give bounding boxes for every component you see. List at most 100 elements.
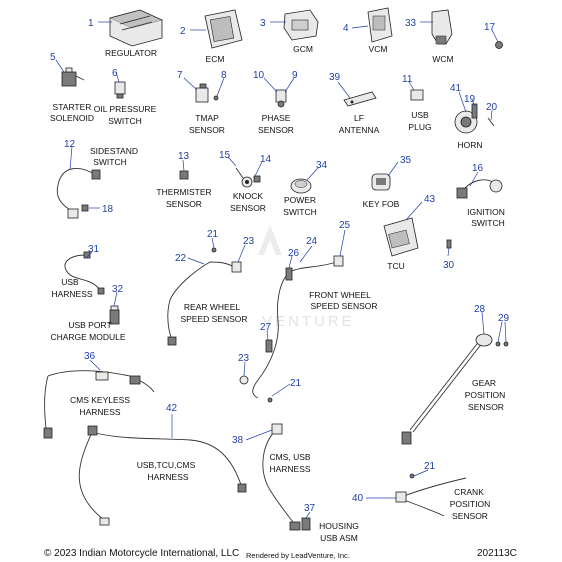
callout-34: 34 <box>316 160 328 171</box>
label-front-wheel-1: FRONT WHEEL <box>309 290 371 300</box>
front-wheel-speed-sensor-part[interactable] <box>239 255 344 403</box>
ignition-switch-part[interactable] <box>456 179 503 199</box>
callout-7: 7 <box>177 70 183 81</box>
housing-usb-asm-part[interactable] <box>301 517 311 531</box>
callout-17: 17 <box>484 22 496 33</box>
callout-42: 42 <box>166 403 178 414</box>
cms-usb-harness-part[interactable] <box>262 423 301 531</box>
ecm-part[interactable] <box>204 9 243 49</box>
callout-1: 1 <box>88 18 94 29</box>
rear-wheel-speed-sensor-part[interactable] <box>167 247 242 346</box>
bolt-part-17[interactable] <box>495 41 503 49</box>
usb-plug-part[interactable] <box>410 89 424 101</box>
label-ecm: ECM <box>206 54 225 64</box>
label-usb-port-1: USB PORT <box>68 320 111 330</box>
callout-31: 31 <box>88 244 100 255</box>
callout-2: 2 <box>180 26 186 37</box>
key-fob-part[interactable] <box>371 173 391 191</box>
label-tcu: TCU <box>387 261 404 271</box>
label-vcm: VCM <box>369 44 388 54</box>
label-gear-1: GEAR <box>472 378 496 388</box>
callout-23b: 23 <box>238 353 250 364</box>
callout-6: 6 <box>112 68 118 79</box>
callout-9: 9 <box>292 70 298 81</box>
callout-24: 24 <box>306 236 318 247</box>
watermark-text: VENTURE <box>262 313 355 330</box>
label-sidestand-2: SWITCH <box>93 157 127 167</box>
callout-25: 25 <box>339 220 351 231</box>
callout-28: 28 <box>474 304 486 315</box>
callout-5: 5 <box>50 52 56 63</box>
callout-27: 27 <box>260 322 272 333</box>
rendered-by-text: Rendered by LeadVenture, Inc. <box>246 551 350 560</box>
label-crank-3: SENSOR <box>452 511 488 521</box>
callout-30: 30 <box>443 260 455 271</box>
callout-37: 37 <box>304 503 316 514</box>
label-gear-3: SENSOR <box>468 402 504 412</box>
gear-position-sensor-part[interactable] <box>401 333 509 445</box>
usb-harness-part[interactable] <box>64 251 105 295</box>
label-horn: HORN <box>457 140 482 150</box>
label-keyfob: KEY FOB <box>363 199 400 209</box>
knock-sensor-part[interactable] <box>235 167 261 188</box>
label-usb-tcu-cms-2: HARNESS <box>147 472 188 482</box>
cms-keyless-harness-part[interactable] <box>43 370 155 439</box>
phase-sensor-part[interactable] <box>275 89 287 108</box>
label-phase-2: SENSOR <box>258 125 294 135</box>
vcm-part[interactable] <box>367 7 393 43</box>
callout-26: 26 <box>288 248 300 259</box>
callout-36: 36 <box>84 351 96 362</box>
callout-3: 3 <box>260 18 266 29</box>
label-starter-1: STARTER <box>53 102 92 112</box>
tmap-sensor-part[interactable] <box>195 83 219 103</box>
label-starter-2: SOLENOID <box>50 113 94 123</box>
label-rear-wheel-1: REAR WHEEL <box>184 302 240 312</box>
clip-part-30[interactable] <box>446 239 452 249</box>
callout-40: 40 <box>352 493 364 504</box>
label-knock-1: KNOCK <box>233 191 264 201</box>
crank-position-sensor-part[interactable] <box>395 473 467 517</box>
callout-32: 32 <box>112 284 124 295</box>
label-usb-harness-1: USB <box>61 277 79 287</box>
callout-10: 10 <box>253 70 265 81</box>
usb-tcu-cms-harness-part[interactable] <box>78 425 247 526</box>
usb-port-charge-module-part[interactable] <box>109 305 120 325</box>
label-oil-2: SWITCH <box>108 116 142 126</box>
regulator-part[interactable] <box>108 9 164 47</box>
label-oil-1: OIL PRESSURE <box>94 104 157 114</box>
callout-14: 14 <box>260 154 272 165</box>
callout-39: 39 <box>329 72 341 83</box>
label-sidestand-1: SIDESTAND <box>90 146 138 156</box>
gcm-part[interactable] <box>283 9 319 41</box>
starter-solenoid-part[interactable] <box>61 67 85 87</box>
label-lf-1: LF <box>354 113 364 123</box>
sidestand-switch-part[interactable] <box>56 168 101 219</box>
tcu-part[interactable] <box>383 217 419 257</box>
label-rear-wheel-2: SPEED SENSOR <box>180 314 247 324</box>
label-usb-tcu-cms-1: USB,TCU,CMS <box>137 460 196 470</box>
label-cms-keyless-2: HARNESS <box>79 407 120 417</box>
callout-19: 19 <box>464 94 476 105</box>
callout-23a: 23 <box>243 236 255 247</box>
lf-antenna-part[interactable] <box>343 91 377 107</box>
label-usb-plug-2: PLUG <box>408 122 431 132</box>
callout-4: 4 <box>343 23 349 34</box>
label-usb-port-2: CHARGE MODULE <box>50 332 125 342</box>
label-thermister-2: SENSOR <box>166 199 202 209</box>
label-ignition-1: IGNITION <box>467 207 505 217</box>
label-cms-keyless-1: CMS KEYLESS <box>70 395 130 405</box>
power-switch-part[interactable] <box>290 178 312 194</box>
label-housing-1: HOUSING <box>319 521 359 531</box>
oil-pressure-switch-part[interactable] <box>114 81 126 99</box>
label-wcm: WCM <box>432 54 453 64</box>
label-usb-harness-2: HARNESS <box>51 289 92 299</box>
callout-22: 22 <box>175 253 187 264</box>
thermister-sensor-part[interactable] <box>179 170 189 180</box>
label-power-2: SWITCH <box>283 207 317 217</box>
label-gear-2: POSITION <box>465 390 506 400</box>
label-power-1: POWER <box>284 195 316 205</box>
wcm-part[interactable] <box>431 9 453 45</box>
callout-41: 41 <box>450 83 462 94</box>
label-gcm: GCM <box>293 44 313 54</box>
